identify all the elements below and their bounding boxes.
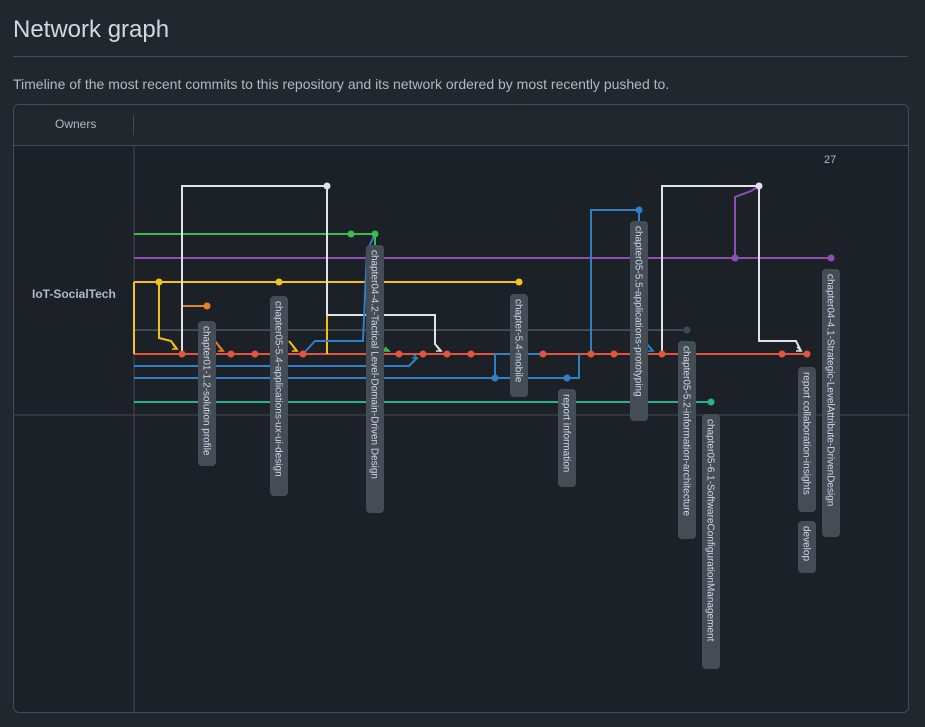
commit-dot[interactable] <box>587 350 595 358</box>
arrow-icon <box>648 346 655 352</box>
owners-header-row: Owners <box>14 105 908 146</box>
branch-line-white-a <box>181 185 327 354</box>
branch-line-purple-up <box>734 185 760 258</box>
commit-dot[interactable] <box>610 350 618 358</box>
branch-label-text: report collaboration-insights <box>801 372 812 495</box>
branch-label[interactable]: chapter-5.4-mobile <box>510 294 528 397</box>
commit-dot[interactable] <box>755 182 763 190</box>
commit-dot[interactable] <box>731 254 739 262</box>
branch-line-blue-a <box>134 357 418 367</box>
commit-dot[interactable] <box>323 182 331 190</box>
branch-label-text: chapter05-5.4-applications-ux-ui-design <box>273 301 284 477</box>
commit-dot[interactable] <box>347 230 355 238</box>
branch-label-text: chapter05-6.1-SoftwareConfigurationManag… <box>705 419 716 642</box>
arrow-icon <box>384 346 391 352</box>
arrow-icon <box>172 344 179 350</box>
title-divider <box>13 56 908 57</box>
branch-label[interactable]: chapter05-5.4-applications-ux-ui-design <box>270 296 288 496</box>
branch-label-bg <box>630 221 648 421</box>
commit-dot[interactable] <box>683 326 691 334</box>
branch-label-bg <box>366 245 384 513</box>
commit-dot[interactable] <box>778 350 786 358</box>
branch-label-bg <box>270 296 288 496</box>
day-label: 27 <box>824 154 836 166</box>
branch-label-text: report information <box>561 394 572 472</box>
page-title: Network graph <box>13 16 170 43</box>
branch-label[interactable]: chapter05-6.1-SoftwareConfigurationManag… <box>702 414 720 669</box>
arrow-icon <box>292 346 299 352</box>
commit-dot[interactable] <box>803 350 811 358</box>
branch-label[interactable]: chapter04-4.1-Strategic-LevelAttribute-D… <box>822 269 840 537</box>
network-graph-canvas[interactable]: chapter01-1.2-solution profile chapter05-… <box>14 105 908 712</box>
branch-line-white-b <box>326 186 442 352</box>
branch-label-bg <box>798 521 816 573</box>
commit-dot[interactable] <box>395 350 403 358</box>
commit-dot[interactable] <box>658 350 666 358</box>
branch-label[interactable]: chapter05-5.5-applications-prototyping <box>630 221 648 421</box>
arrow-icon <box>796 346 803 352</box>
network-graph[interactable]: Owners IoT-SocialTech chapter01-1.2-solu… <box>13 104 909 713</box>
commit-dot[interactable] <box>155 278 163 286</box>
branch-lines <box>133 185 831 403</box>
page-description: Timeline of the most recent commits to t… <box>13 76 670 92</box>
commit-dot[interactable] <box>371 230 379 238</box>
branch-line-blue-e <box>590 209 639 354</box>
commit-dot[interactable] <box>827 254 835 262</box>
branch-label[interactable]: report information <box>558 389 576 487</box>
owner-name: IoT-SocialTech <box>32 287 116 301</box>
branch-label-text: develop <box>801 526 812 561</box>
branch-label-text: chapter04-4.2-Tactical Level-Domain-Driv… <box>369 250 380 479</box>
branch-label-bg <box>510 294 528 397</box>
owners-header: Owners <box>55 117 97 131</box>
commit-dot[interactable] <box>539 350 547 358</box>
branch-label-bg <box>678 341 696 539</box>
commit-dot[interactable] <box>227 350 235 358</box>
commit-dot[interactable] <box>515 278 523 286</box>
branch-label-text: chapter04-4.1-Strategic-LevelAttribute-D… <box>825 274 836 506</box>
branch-label[interactable]: chapter04-4.2-Tactical Level-Domain-Driv… <box>366 245 384 513</box>
commit-dot[interactable] <box>299 350 307 358</box>
branch-line-white-d <box>758 186 802 352</box>
branch-label-text: chapter01-1.2-solution profile <box>201 326 212 456</box>
branch-label-text: chapter05-5.5-applications-prototyping <box>633 226 644 397</box>
branch-line-yellow-a <box>158 282 178 350</box>
branch-line-red-up <box>302 233 376 355</box>
commit-dot[interactable] <box>707 398 715 406</box>
branch-label[interactable]: report collaboration-insights <box>798 367 816 512</box>
branch-line-white-c <box>661 185 759 354</box>
branch-line-blue-d <box>567 354 580 379</box>
commit-dot[interactable] <box>419 350 427 358</box>
commit-dot[interactable] <box>443 350 451 358</box>
branch-labels[interactable]: chapter01-1.2-solution profile chapter05-… <box>198 221 840 669</box>
branch-label-bg <box>822 269 840 537</box>
branch-label-bg <box>798 367 816 512</box>
header-separator <box>133 115 134 135</box>
arrow-icon <box>436 346 443 352</box>
branch-label[interactable]: chapter01-1.2-solution profile <box>198 321 216 466</box>
arrow-icon <box>218 346 225 352</box>
branch-label-bg <box>558 389 576 487</box>
branch-label[interactable]: chapter05-5.2-information-architecture <box>678 341 696 539</box>
branch-label-bg <box>198 321 216 466</box>
commit-dot[interactable] <box>251 350 259 358</box>
commit-dots[interactable] <box>155 182 835 406</box>
branch-label-bg <box>702 414 720 669</box>
arrow-icon <box>412 353 419 359</box>
branch-label-text: chapter-5.4-mobile <box>513 299 524 383</box>
commit-dot[interactable] <box>178 350 186 358</box>
graph-grid <box>14 145 908 712</box>
commit-dot[interactable] <box>203 302 211 310</box>
commit-dot[interactable] <box>467 350 475 358</box>
branch-label-text: chapter05-5.2-information-architecture <box>681 346 692 517</box>
commit-dot[interactable] <box>275 278 283 286</box>
commit-dot[interactable] <box>491 374 499 382</box>
commit-dot[interactable] <box>635 206 643 214</box>
branch-label[interactable]: develop <box>798 521 816 573</box>
commit-dot[interactable] <box>563 374 571 382</box>
